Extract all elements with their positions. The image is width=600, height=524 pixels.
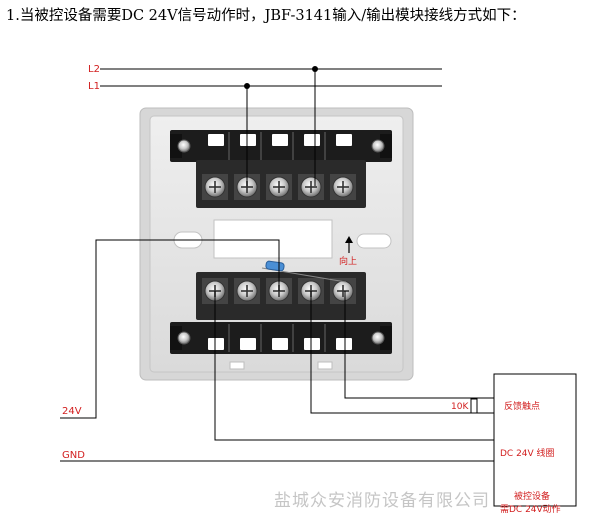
label-device-line1: 被控设备 <box>514 490 550 502</box>
junction-dot <box>312 66 318 72</box>
heading-text: 1.当被控设备需要DC 24V信号动作时，JBF-3141输入/输出模块接线方式… <box>6 8 526 24</box>
wire-24v <box>60 239 280 419</box>
label-feedback: 反馈触点 <box>504 400 540 412</box>
label-up: 向上 <box>339 255 357 267</box>
junction-dot <box>244 83 250 89</box>
label-l1: L1 <box>88 81 100 92</box>
clip-right <box>317 361 333 370</box>
watermark-text: 盐城众安消防设备有限公司 <box>274 491 490 511</box>
mount-screw-icon <box>371 331 385 345</box>
label-resistor: 10K <box>451 402 469 412</box>
mount-screw-icon <box>371 139 385 153</box>
wire-coil-feed <box>214 291 496 441</box>
top-terminal-screws <box>202 174 356 200</box>
resistor-10k <box>469 398 496 414</box>
label-24v: 24V <box>62 406 82 417</box>
label-device-line2: 需DC 24V动作 <box>500 503 561 515</box>
bus-lines <box>100 68 442 186</box>
center-window <box>213 219 333 259</box>
up-arrow-icon <box>345 236 353 253</box>
clip-left <box>229 361 245 370</box>
mount-screw-icon <box>177 139 191 153</box>
power-wires <box>60 239 496 462</box>
wire-feedback-b <box>344 291 496 399</box>
mount-screw-icon <box>177 331 191 345</box>
label-l2: L2 <box>88 64 100 75</box>
wire-feedback-a <box>310 291 469 414</box>
terminal-block-top <box>170 130 392 208</box>
label-coil: DC 24V 线圈 <box>500 447 555 459</box>
terminal-block-bottom <box>170 272 392 354</box>
mount-slot-right <box>356 233 392 249</box>
label-gnd: GND <box>62 450 85 461</box>
onboard-resistor <box>261 260 347 283</box>
controlled-device-box <box>493 373 577 507</box>
